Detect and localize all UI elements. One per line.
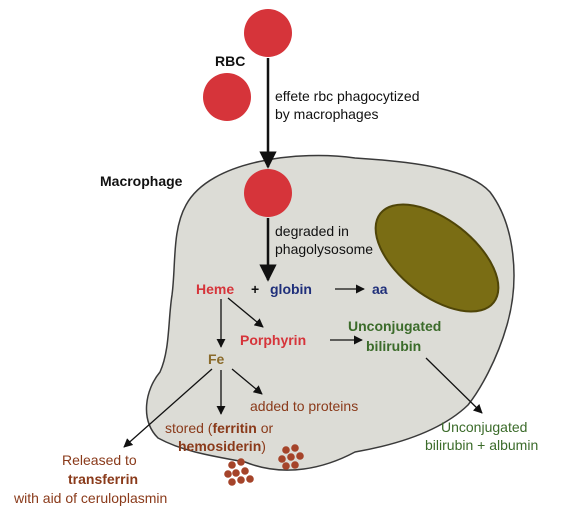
output-label-line2: bilirubin + albumin <box>425 437 538 453</box>
rbc-circle-left <box>203 73 251 121</box>
added-to-proteins-label: added to proteins <box>250 398 358 414</box>
bilirubin-label-line1: Unconjugated <box>348 318 441 334</box>
fe-label: Fe <box>208 351 225 367</box>
arrow-fe-to-proteins <box>231 368 263 395</box>
stored-label-line2: hemosiderin) <box>178 438 266 454</box>
globin-label: globin <box>270 281 312 297</box>
hemosiderin-label: hemosiderin <box>178 438 261 454</box>
released-label-line1: Released to <box>62 452 137 468</box>
heme-label: Heme <box>196 281 234 297</box>
rbc-circle-top <box>244 9 292 57</box>
arrow-heme-to-porphyrin <box>227 297 264 328</box>
phagocytosis-label-line2: by macrophages <box>275 106 379 122</box>
organelle-nucleus <box>374 203 500 313</box>
phagocytosis-label-line1: effete rbc phagocytized <box>275 88 420 104</box>
arrow-fe-to-transferrin <box>123 368 213 448</box>
macrophage-label: Macrophage <box>100 173 183 189</box>
granules-cluster-right <box>278 444 304 470</box>
aa-label: aa <box>372 281 388 297</box>
porphyrin-label: Porphyrin <box>240 332 306 348</box>
plus-sign: + <box>251 281 259 297</box>
stored-label-line1: stored (ferritin or <box>165 420 273 436</box>
arrow-bilirubin-out <box>425 357 483 414</box>
granules-cluster-left <box>224 458 254 486</box>
stored-prefix: stored ( <box>165 420 213 436</box>
degradation-label-line1: degraded in <box>275 223 349 239</box>
rbc-circle-engulfed <box>244 169 292 217</box>
stored-or: or <box>257 420 274 436</box>
ferritin-label: ferritin <box>212 420 256 436</box>
rbc-label: RBC <box>215 53 245 69</box>
released-label-line3: with aid of ceruloplasmin <box>13 490 167 506</box>
transferrin-label: transferrin <box>68 471 138 487</box>
bilirubin-label-line2: bilirubin <box>366 338 421 354</box>
degradation-label-line2: phagolysosome <box>275 241 373 257</box>
output-label-line1: Unconjugated <box>441 419 527 435</box>
stored-suffix: ) <box>261 438 266 454</box>
